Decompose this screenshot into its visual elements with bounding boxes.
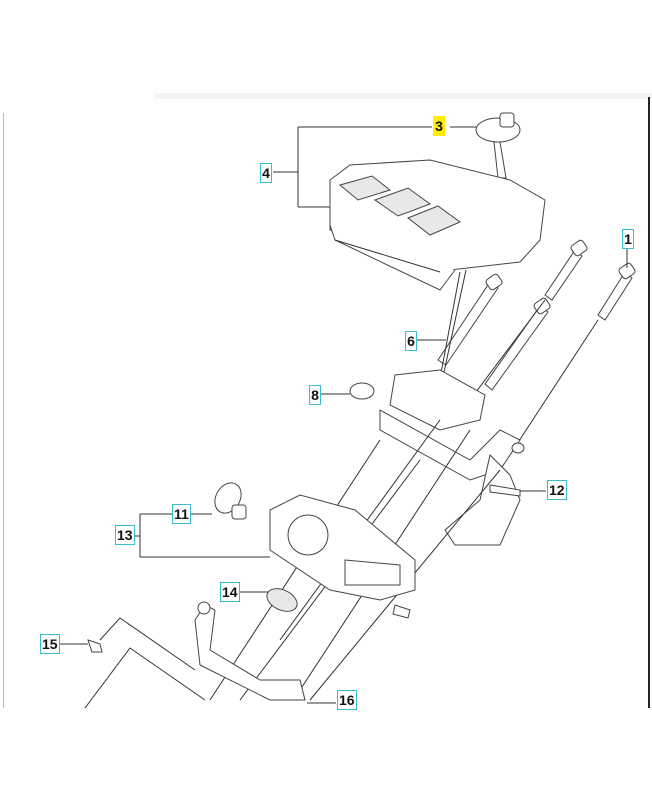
part-plug-15 <box>87 639 103 653</box>
part-bracket-12 <box>444 454 521 546</box>
part-bolts <box>434 239 636 471</box>
part-intake-adapter <box>379 369 525 481</box>
hose-lines <box>84 617 206 709</box>
part-filter-cover-4 <box>329 159 546 291</box>
callout-6[interactable]: 6 <box>405 331 417 351</box>
group-bracket-13 <box>132 513 270 558</box>
callout-12[interactable]: 12 <box>547 480 567 500</box>
callout-3[interactable]: 3 <box>433 116 445 136</box>
callout-14[interactable]: 14 <box>220 582 240 602</box>
callout-13[interactable]: 13 <box>115 525 135 545</box>
part-nut-8 <box>349 382 375 400</box>
part-knob-3 <box>475 112 521 179</box>
part-manifold <box>194 601 306 701</box>
frame-top-edge <box>155 93 652 99</box>
part-carburetor-13 <box>269 494 416 619</box>
callout-1[interactable]: 1 <box>622 229 634 249</box>
part-gasket-14 <box>266 588 298 612</box>
callout-16[interactable]: 16 <box>337 690 357 710</box>
callout-4[interactable]: 4 <box>260 163 272 183</box>
frame-left-border <box>3 113 4 708</box>
callout-8[interactable]: 8 <box>309 385 321 405</box>
callout-11[interactable]: 11 <box>172 504 191 524</box>
frame-right-border <box>648 97 650 708</box>
callout-15[interactable]: 15 <box>40 634 60 654</box>
group-bracket-4 <box>273 126 432 208</box>
part-diaphragm-11 <box>214 482 247 520</box>
